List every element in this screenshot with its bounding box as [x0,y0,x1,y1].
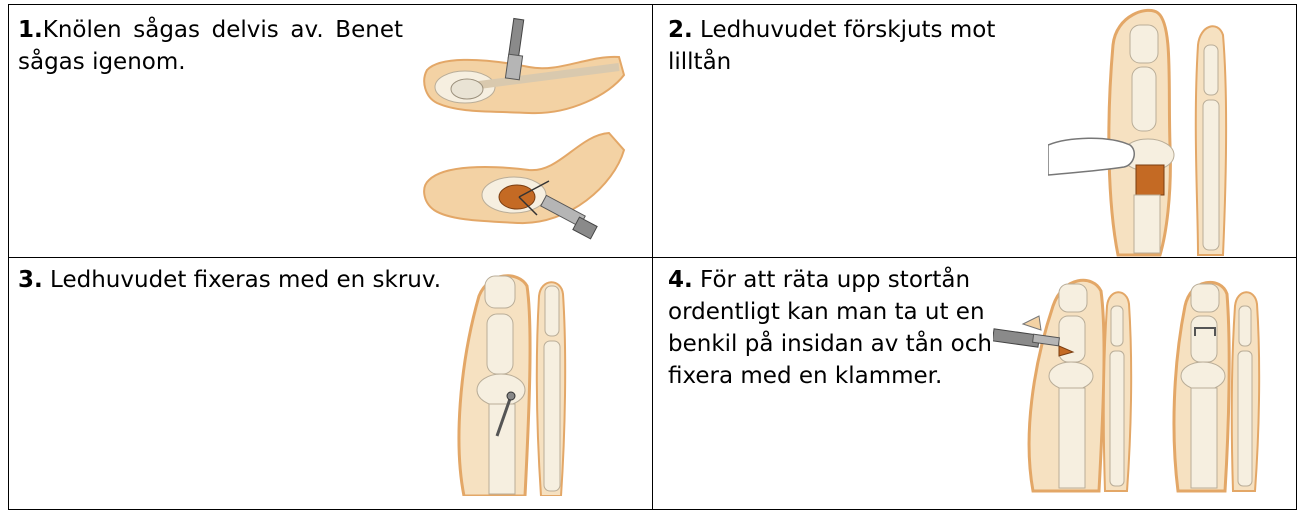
step-3-number: 3. [18,267,43,293]
step-2-number: 2. [668,17,693,43]
step-3-cell: 3. Ledhuvudet fixeras med en skruv. [9,258,653,510]
step-4-number: 4. [668,267,693,293]
step-4-description: För att räta upp stortån ordentligt kan … [668,267,992,389]
step-1-number: 1. [18,17,43,43]
step-1-description: Knölen sågas delvis av. Benet sågas igen… [18,17,403,75]
surgery-steps-table: 1.Knölen sågas delvis av. Benet sågas ig… [8,4,1297,510]
foot-corrected [1174,282,1259,491]
metatarsal-head-shift-illustration [1048,5,1248,257]
step-2-text: 2. Ledhuvudet förskjuts mot lilltån [668,14,998,78]
step-1-text: 1.Knölen sågas delvis av. Benet sågas ig… [18,14,403,78]
step-2-cell: 2. Ledhuvudet förskjuts mot lilltån [653,5,1297,258]
saw-top [505,18,523,79]
bunion-osteotomy-saw-illustration [419,15,629,247]
step-3-description: Ledhuvudet fixeras med en skruv. [43,267,441,293]
step-4-text: 4. För att räta upp stortån ordentligt k… [668,264,998,392]
foot-top-view [424,57,624,113]
step-4-cell: 4. För att räta upp stortån ordentligt k… [653,258,1297,510]
foot-bottom-view [424,133,624,223]
screw-fixation-illustration [449,266,599,496]
step-1-cell: 1.Knölen sågas delvis av. Benet sågas ig… [9,5,653,258]
foot-with-saw [993,280,1131,491]
wedge-and-staple-illustration [993,266,1283,496]
step-3-text: 3. Ledhuvudet fixeras med en skruv. [18,264,448,296]
step-2-description: Ledhuvudet förskjuts mot lilltån [668,17,995,75]
